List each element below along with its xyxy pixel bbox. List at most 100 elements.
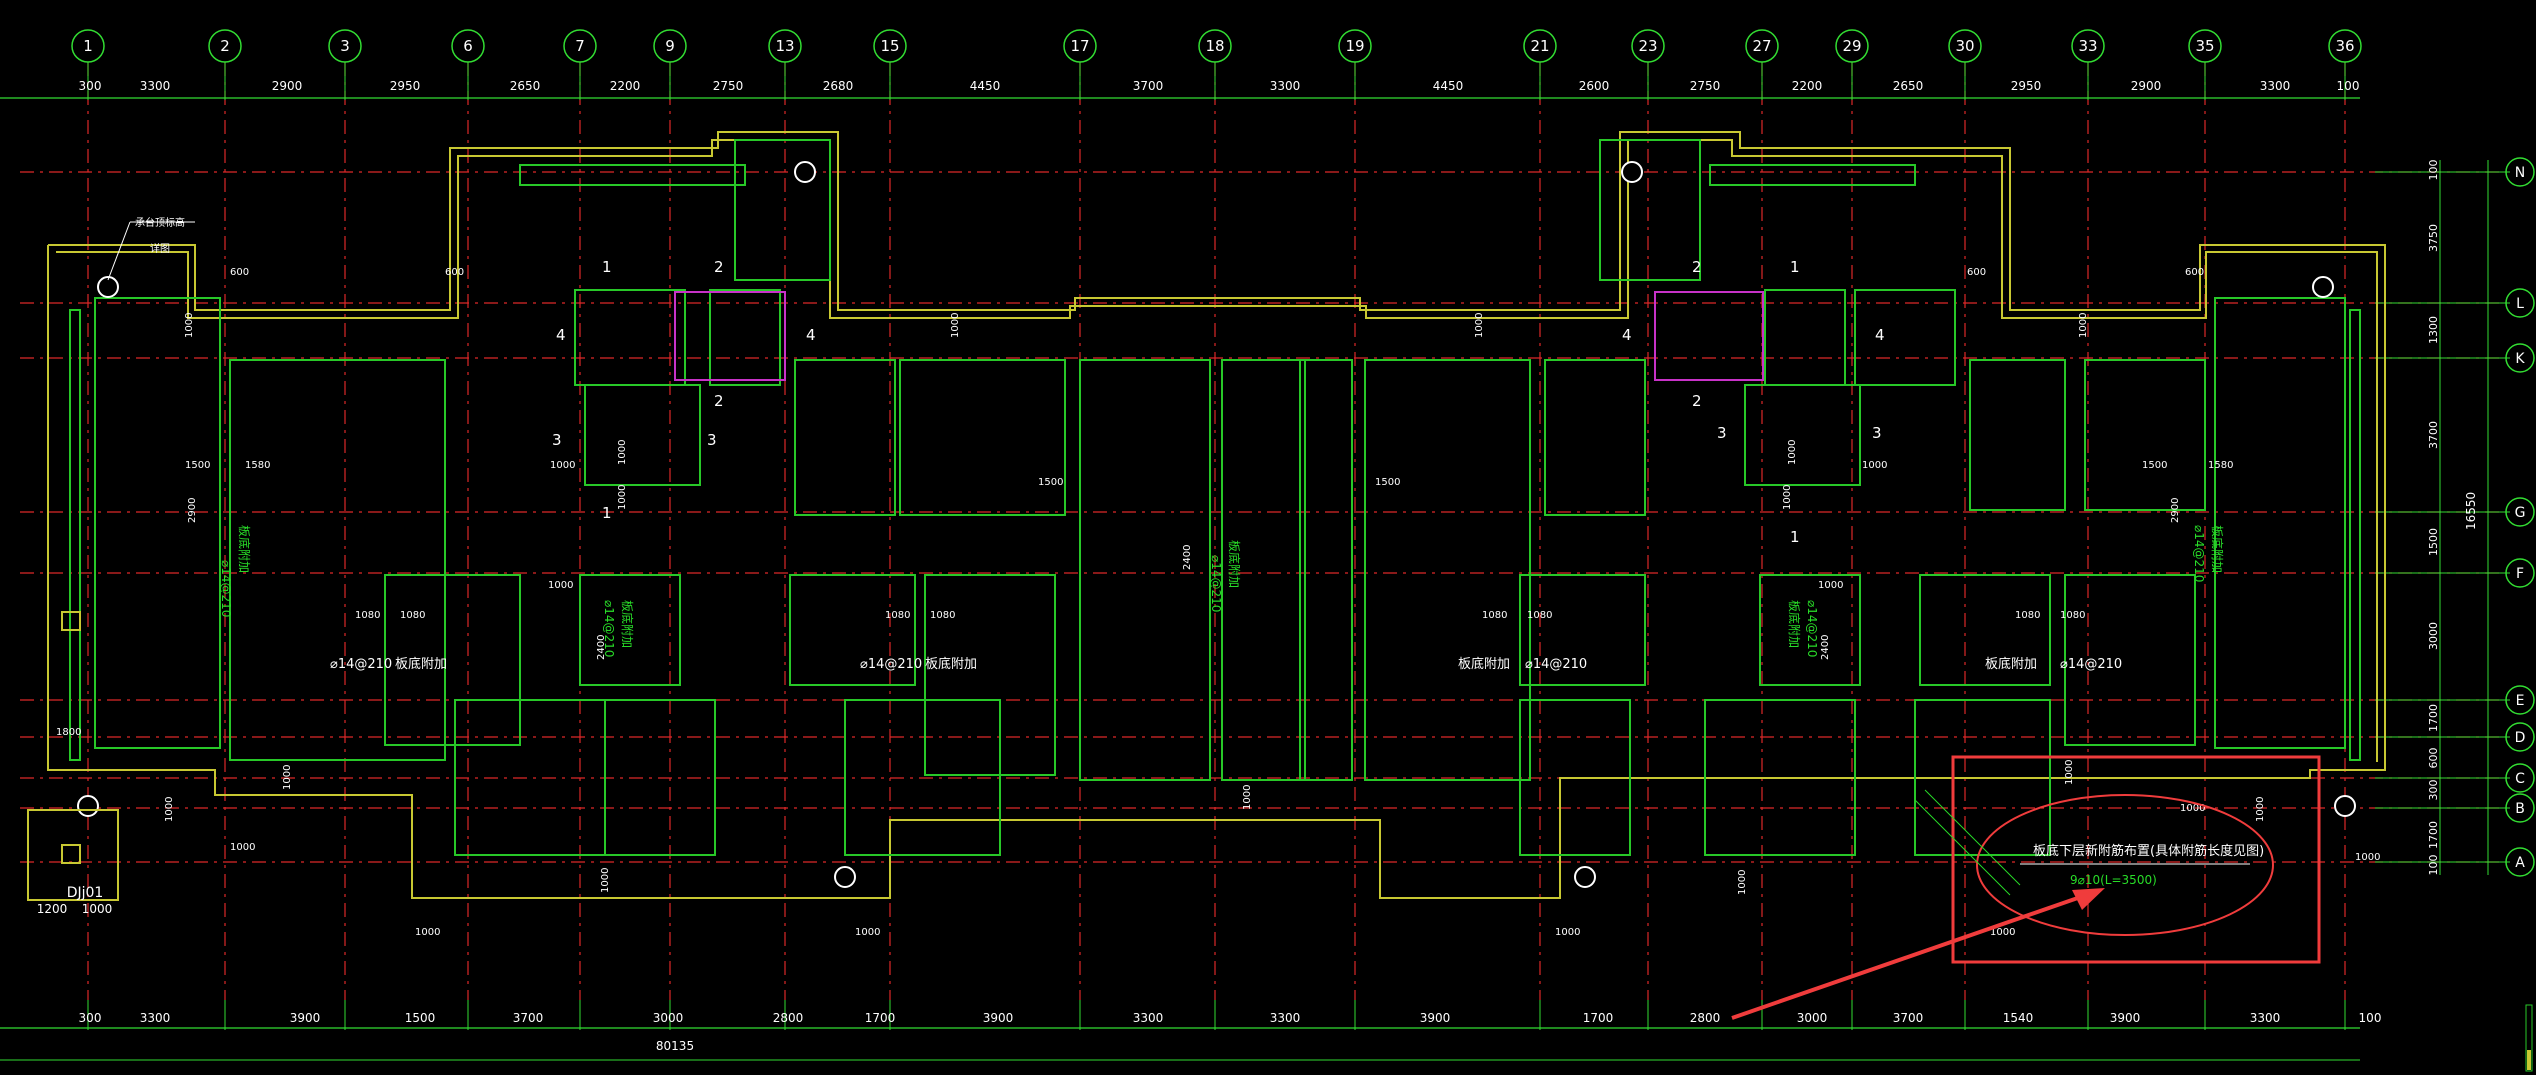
svg-text:600: 600 [230, 267, 249, 278]
dim-right-2: 1300 [2427, 316, 2440, 344]
dim-bottom-1: 3300 [140, 1011, 171, 1025]
dim-top-14: 2200 [1792, 79, 1823, 93]
note-leader-1 [1914, 799, 2011, 896]
svg-text:1000: 1000 [600, 868, 611, 893]
svg-text:1000: 1000 [1242, 785, 1253, 810]
axis-bubble-label: F [2516, 566, 2524, 582]
dim-top-4: 2650 [510, 79, 541, 93]
dim-top-2: 2900 [272, 79, 303, 93]
svg-text:1000: 1000 [548, 580, 573, 591]
svg-text:1000: 1000 [2064, 760, 2075, 785]
axis-bubble-label: 29 [1842, 37, 1861, 55]
dim-right-1: 3750 [2427, 224, 2440, 252]
dim-top-1: 3300 [140, 79, 171, 93]
vertical-green-labels: ⌀14@210 板底附加 ⌀14@210 板底附加 ⌀14@210 板底附加 板… [219, 525, 2225, 657]
svg-text:1: 1 [602, 504, 612, 522]
label-slab-add-1: 板底附加 [395, 656, 447, 672]
axis-bubble-label: B [2515, 801, 2525, 817]
svg-text:1080: 1080 [1482, 610, 1507, 621]
svg-text:1000: 1000 [1474, 313, 1485, 338]
dim-right-9: 1700 [2427, 821, 2440, 849]
dim-top-16: 2950 [2011, 79, 2042, 93]
dim-bottom-8: 3900 [983, 1011, 1014, 1025]
dim-top-9: 3700 [1133, 79, 1164, 93]
svg-text:1000: 1000 [2078, 313, 2089, 338]
label-slab-add-2: 板底附加 [925, 656, 977, 672]
label-rebar-3: ⌀14@210 [1525, 657, 1587, 672]
dim-bottom-13: 2800 [1690, 1011, 1721, 1025]
svg-text:3: 3 [1872, 424, 1882, 442]
axis-bubble-label: L [2516, 296, 2524, 312]
axis-bubble-label: 1 [83, 37, 93, 55]
note-top-left: 承台顶标高 [135, 216, 185, 229]
svg-text:1500: 1500 [185, 460, 210, 471]
dim-bottom-5: 3000 [653, 1011, 684, 1025]
dim-bottom-12: 1700 [1583, 1011, 1614, 1025]
axis-bubble-label: 36 [2335, 37, 2354, 55]
axis-bubble-label: A [2515, 855, 2525, 871]
axis-bubble-label: 30 [1955, 37, 1974, 55]
svg-text:1000: 1000 [1787, 440, 1798, 465]
svg-text:3: 3 [707, 431, 717, 449]
svg-text:2: 2 [1692, 258, 1702, 276]
vlabel-8: ⌀14@210 [1805, 600, 1819, 657]
svg-text:2400: 2400 [1820, 635, 1831, 660]
note-rebar: 9⌀10(L=3500) [2070, 873, 2157, 887]
label-slab-add-3: 板底附加 [1458, 656, 1510, 672]
dim-right-4: 1500 [2427, 528, 2440, 556]
svg-text:1000: 1000 [1782, 485, 1793, 510]
vlabel-6: 板底附加 [1227, 540, 1242, 588]
section-marks: 1 2 4 4 2 3 3 1 2 1 4 4 2 3 3 1 [552, 258, 1885, 546]
axis-bubble-label: C [2515, 771, 2525, 787]
highlight-annotation [1731, 755, 2321, 1020]
svg-text:600: 600 [2185, 267, 2204, 278]
label-rebar-1: ⌀14@210 [330, 657, 392, 672]
vlabel-10: 板底附加 [2210, 525, 2225, 573]
svg-text:4: 4 [556, 326, 566, 344]
svg-text:600: 600 [445, 267, 464, 278]
svg-text:1500: 1500 [1375, 477, 1400, 488]
vlabel-3: ⌀14@210 [602, 600, 616, 657]
svg-text:1000: 1000 [2255, 797, 2266, 822]
svg-text:2400: 2400 [596, 635, 607, 660]
svg-text:1500: 1500 [2142, 460, 2167, 471]
svg-text:3: 3 [1717, 424, 1727, 442]
highlight-arrow-shaft [1731, 890, 2096, 1020]
dim-right-6: 1700 [2427, 704, 2440, 732]
dim-top-17: 2900 [2131, 79, 2162, 93]
dim-right-3: 3700 [2427, 421, 2440, 449]
dim-top-0: 300 [79, 79, 102, 93]
dim-right-7: 600 [2427, 748, 2440, 769]
dim-bottom-7: 1700 [865, 1011, 896, 1025]
dimension-lines [0, 62, 2510, 1061]
note-leader-2 [1924, 789, 2021, 886]
svg-text:2900: 2900 [187, 498, 198, 523]
pile-dim-b: 1000 [82, 902, 113, 916]
vlabel-5: ⌀14@210 [1209, 555, 1223, 612]
scroll-indicator[interactable] [2525, 1004, 2533, 1072]
dim-bottom-2: 3900 [290, 1011, 321, 1025]
svg-text:1: 1 [1790, 528, 1800, 546]
dim-bottom-4: 3700 [513, 1011, 544, 1025]
dim-bottom-10: 3300 [1270, 1011, 1301, 1025]
dim-bottom-total: 80135 [656, 1039, 694, 1053]
svg-text:1000: 1000 [617, 485, 628, 510]
dim-top-12: 2600 [1579, 79, 1610, 93]
svg-text:4: 4 [1622, 326, 1632, 344]
axis-bubble-label: 17 [1070, 37, 1089, 55]
dim-bottom-19: 100 [2359, 1011, 2382, 1025]
axis-bubble-label: N [2515, 165, 2525, 181]
axis-bubble-label: D [2515, 730, 2526, 746]
dim-bottom-11: 3900 [1420, 1011, 1451, 1025]
vlabel-9: ⌀14@210 [2192, 525, 2206, 582]
svg-text:1000: 1000 [2180, 803, 2205, 814]
axis-bubble-label: 23 [1638, 37, 1657, 55]
highlight-arrow-head [2072, 888, 2105, 910]
dim-right-8: 300 [2427, 780, 2440, 801]
scroll-indicator-fill [2527, 1050, 2531, 1070]
dim-top-5: 2200 [610, 79, 641, 93]
dim-top-10: 3300 [1270, 79, 1301, 93]
dim-top-3: 2950 [390, 79, 421, 93]
